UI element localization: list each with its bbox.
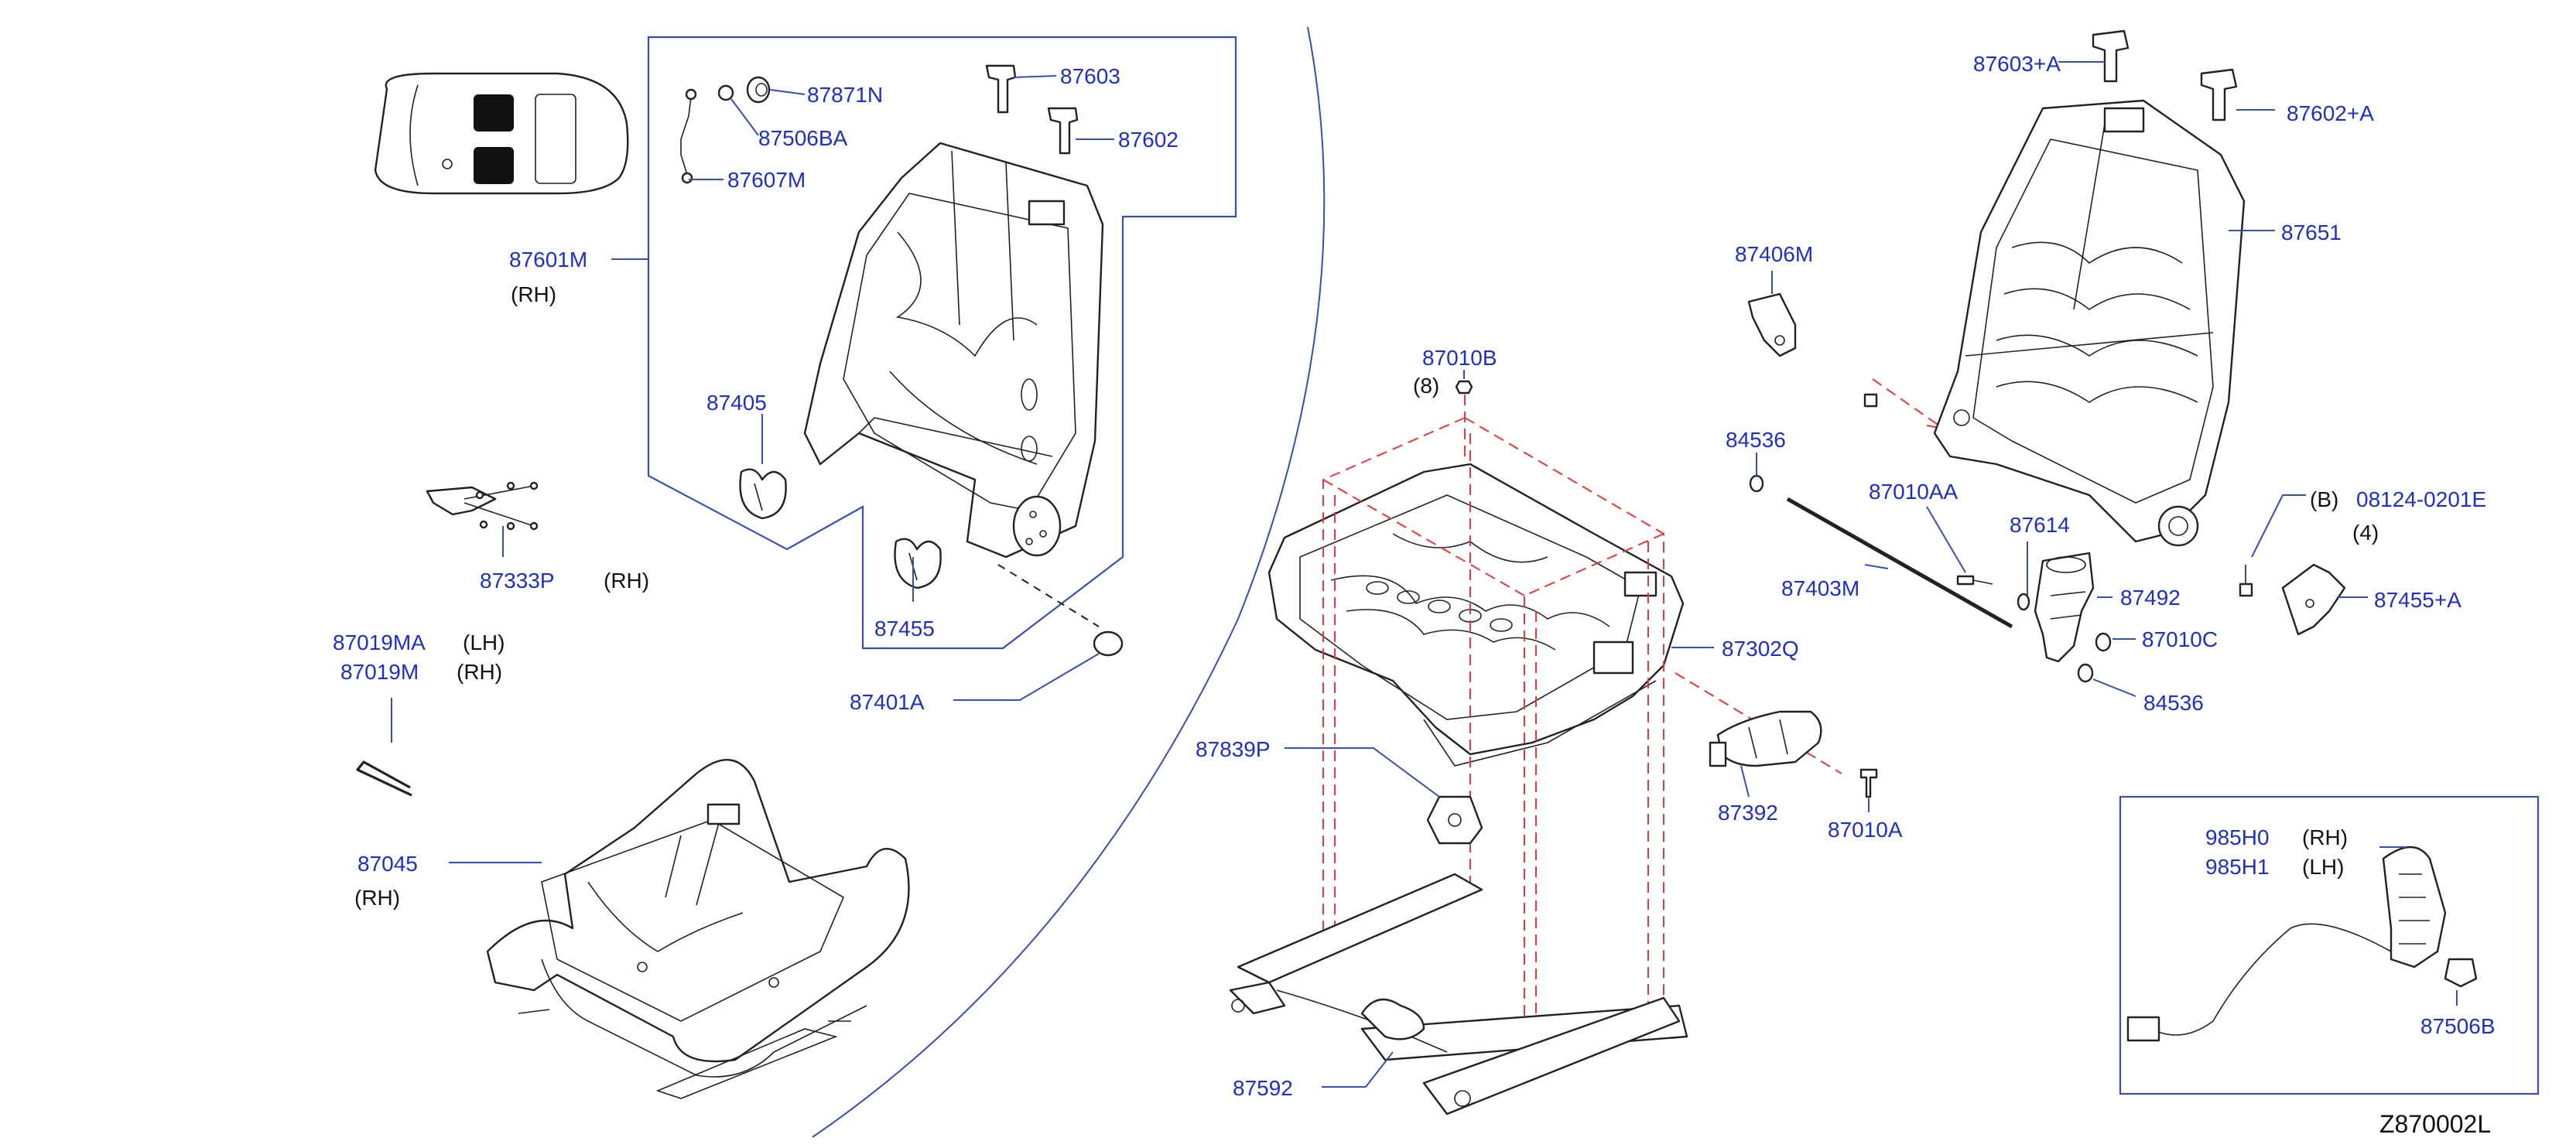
label-87614: 87614 — [2010, 513, 2070, 537]
label-84536-upper: 84536 — [1726, 428, 1786, 452]
label-87333P-side: (RH) — [604, 569, 649, 593]
nut-87010C-part — [2095, 632, 2112, 652]
label-87406M: 87406M — [1735, 242, 1813, 266]
bracket-87839P-part — [1426, 795, 1483, 845]
label-87839P: 87839P — [1196, 737, 1271, 761]
part-labels: 87871N 87506BA 87607M 87603 87602 87601M… — [333, 52, 2496, 1138]
bracket-87406M-part — [1747, 292, 1797, 357]
label-87455: 87455 — [874, 617, 935, 641]
section-divider-arc — [812, 26, 1326, 1138]
label-87010B: 87010B — [1422, 346, 1497, 370]
bolt-87010A-part — [1859, 768, 1878, 798]
leader-lines — [391, 61, 2458, 1088]
gear-motor-87492-part — [2034, 552, 2095, 663]
harness-87333P-part — [426, 481, 539, 531]
pin-87603A-part — [2092, 29, 2130, 83]
strip-87019M-part — [356, 760, 412, 797]
label-87045: 87045 — [357, 852, 418, 876]
label-87019MA-side: (LH) — [463, 630, 505, 654]
bolt-87010AA-part — [1956, 575, 1993, 586]
label-87392: 87392 — [1718, 801, 1778, 825]
label-87506B: 87506B — [2420, 1014, 2496, 1038]
cap-87506B-part — [2444, 958, 2478, 988]
label-84536-lower: 84536 — [2143, 691, 2204, 715]
screw-08124-part — [2239, 565, 2253, 597]
label-87019M-side: (RH) — [457, 660, 502, 684]
label-985H0-side: (RH) — [2302, 825, 2348, 849]
label-87602A: 87602+A — [2287, 101, 2374, 125]
label-87010B-qty: (8) — [1413, 374, 1439, 398]
label-08124-qty: (4) — [2352, 521, 2379, 545]
label-87506BA: 87506BA — [758, 126, 848, 150]
seat-rail-87592-part — [1229, 873, 1688, 1116]
label-985H1: 985H1 — [2205, 855, 2270, 879]
cushion-frame-87302Q-part — [1267, 463, 1685, 767]
label-87333P: 87333P — [480, 569, 555, 593]
clip-87405-part — [739, 468, 787, 520]
label-87492: 87492 — [2120, 586, 2181, 610]
label-87405: 87405 — [706, 391, 767, 415]
label-87403M: 87403M — [1781, 576, 1859, 600]
label-985H1-side: (LH) — [2302, 855, 2344, 879]
label-87602: 87602 — [1118, 128, 1179, 152]
knob-87401A-part — [997, 564, 1124, 657]
pin-87602A-part — [2200, 68, 2238, 121]
label-87651: 87651 — [2281, 220, 2342, 244]
washer-87614-part — [2017, 593, 2030, 611]
bracket-87455A-part — [2281, 563, 2346, 636]
label-B: (B) — [2310, 487, 2338, 511]
bolt-left-of-frame-part — [1863, 393, 1878, 408]
cable-87607M-part — [680, 76, 771, 184]
label-87045-side: (RH) — [354, 886, 400, 910]
label-87401A: 87401A — [850, 690, 925, 714]
label-87607M: 87607M — [727, 168, 806, 192]
vehicle-locator-icon — [374, 72, 629, 195]
washer-84536-lower-part — [2077, 663, 2094, 683]
label-87019MA: 87019MA — [333, 630, 426, 654]
label-87601M-side: (RH) — [511, 282, 556, 306]
switch-985H0-part — [2126, 846, 2447, 1042]
bolt-87010B-part — [1455, 380, 1473, 395]
pin-87602-part — [1047, 107, 1079, 155]
label-87455A: 87455+A — [2374, 588, 2461, 612]
diagram-id-code: Z870002L — [2379, 1110, 2491, 1138]
switch-group-frame — [2119, 795, 2540, 1095]
label-87010A: 87010A — [1828, 818, 1903, 842]
seatback-frame-87601M-part — [803, 142, 1104, 559]
label-87603: 87603 — [1060, 64, 1120, 88]
label-87010C: 87010C — [2142, 627, 2218, 651]
motor-87392-part — [1709, 710, 1822, 767]
label-87603A: 87603+A — [1973, 52, 2061, 76]
pin-87603-part — [985, 64, 1017, 114]
seatback-frame-87651-part — [1933, 99, 2246, 547]
label-985H0: 985H0 — [2205, 825, 2270, 849]
label-87019M: 87019M — [340, 660, 419, 684]
label-87601M: 87601M — [509, 248, 587, 272]
label-87871N: 87871N — [807, 83, 883, 107]
seat-assembly-87045-part — [486, 759, 910, 1099]
label-87302Q: 87302Q — [1722, 637, 1799, 661]
washer-84536-upper-part — [1749, 474, 1764, 493]
label-87592: 87592 — [1233, 1076, 1293, 1100]
clip-87455-part — [894, 538, 942, 589]
seatback-group-frame — [647, 36, 1237, 650]
label-87010AA: 87010AA — [1869, 480, 1959, 504]
label-08124-0201E: 08124-0201E — [2356, 487, 2486, 511]
rod-87403M-part — [1786, 497, 2013, 629]
